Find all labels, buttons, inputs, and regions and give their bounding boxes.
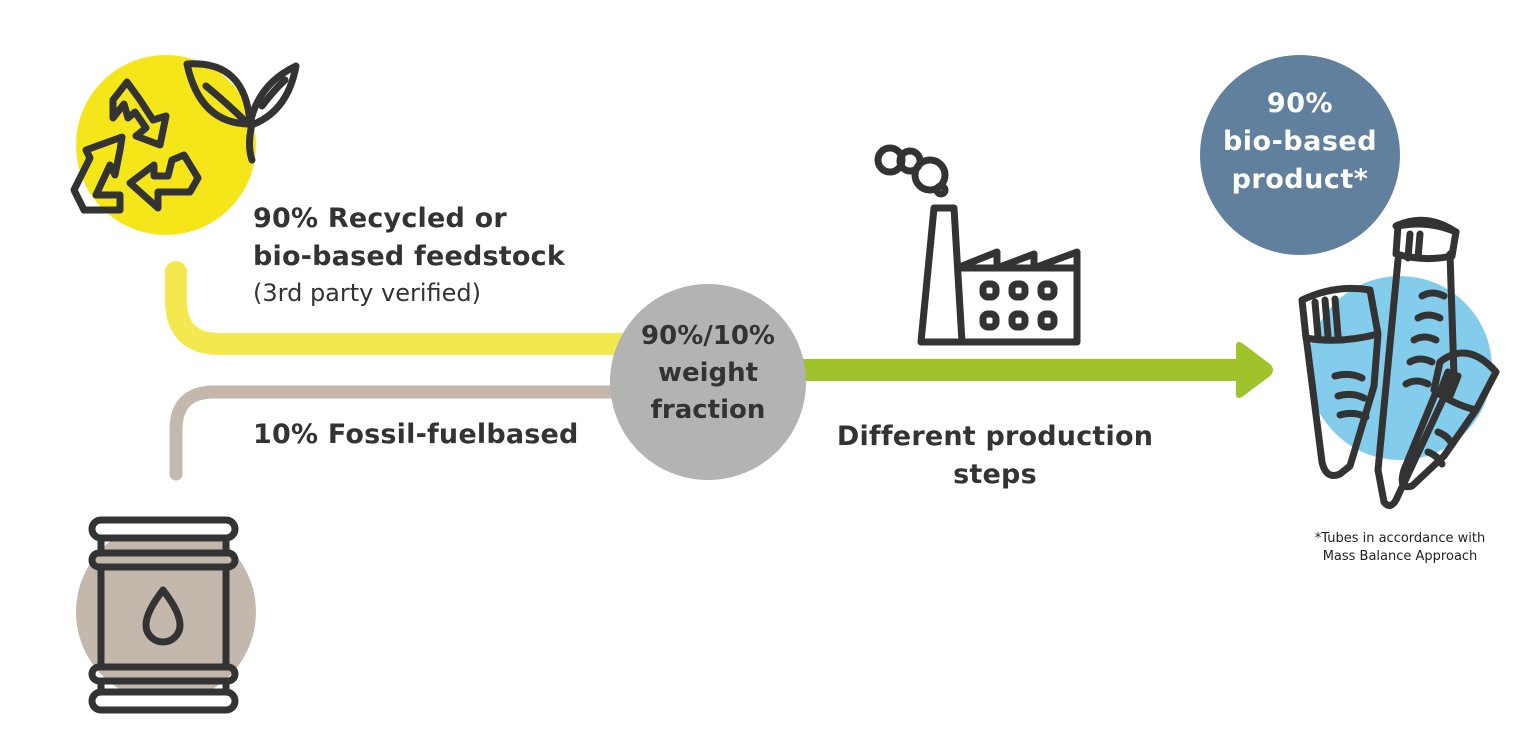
process-label: Different production steps [820, 418, 1170, 494]
test-tubes-icon [1298, 216, 1500, 509]
recycled-note: (3rd party verified) [253, 279, 481, 307]
process-line2: steps [953, 459, 1037, 490]
product-line1: 90% [1266, 88, 1334, 119]
mix-line2: weight [657, 358, 759, 388]
footnote-line2: Mass Balance Approach [1322, 549, 1478, 564]
fossil-flow-line [169, 385, 647, 481]
footnote-line1: *Tubes in accordance with [1314, 531, 1486, 546]
fossil-feedstock-label: 10% Fossil-fuelbased [253, 419, 579, 450]
product-circle [1200, 55, 1400, 255]
product-line2: bio-based [1222, 126, 1378, 157]
mix-circle [610, 284, 806, 480]
mix-label: 90%/10% weight fraction [610, 318, 806, 429]
recycled-title-line2: bio-based feedstock [253, 241, 565, 272]
product-footnote: *Tubes in accordance with Mass Balance A… [1280, 530, 1520, 566]
product-label: 90% bio-based product* [1200, 85, 1400, 199]
recycle-leaf-icon [70, 55, 300, 235]
mix-line3: fraction [650, 395, 766, 425]
process-arrow [790, 342, 1273, 398]
recycled-feedstock-label: 90% Recycled or bio-based feedstock (3rd… [253, 200, 565, 310]
recycled-flow-line [165, 261, 651, 355]
mix-line1: 90%/10% [641, 321, 775, 351]
recycled-title-line1: 90% Recycled or [253, 203, 507, 234]
oil-barrel-icon [76, 516, 256, 714]
factory-icon [874, 144, 1081, 346]
process-line1: Different production [836, 421, 1154, 452]
product-line3: product* [1231, 164, 1369, 195]
